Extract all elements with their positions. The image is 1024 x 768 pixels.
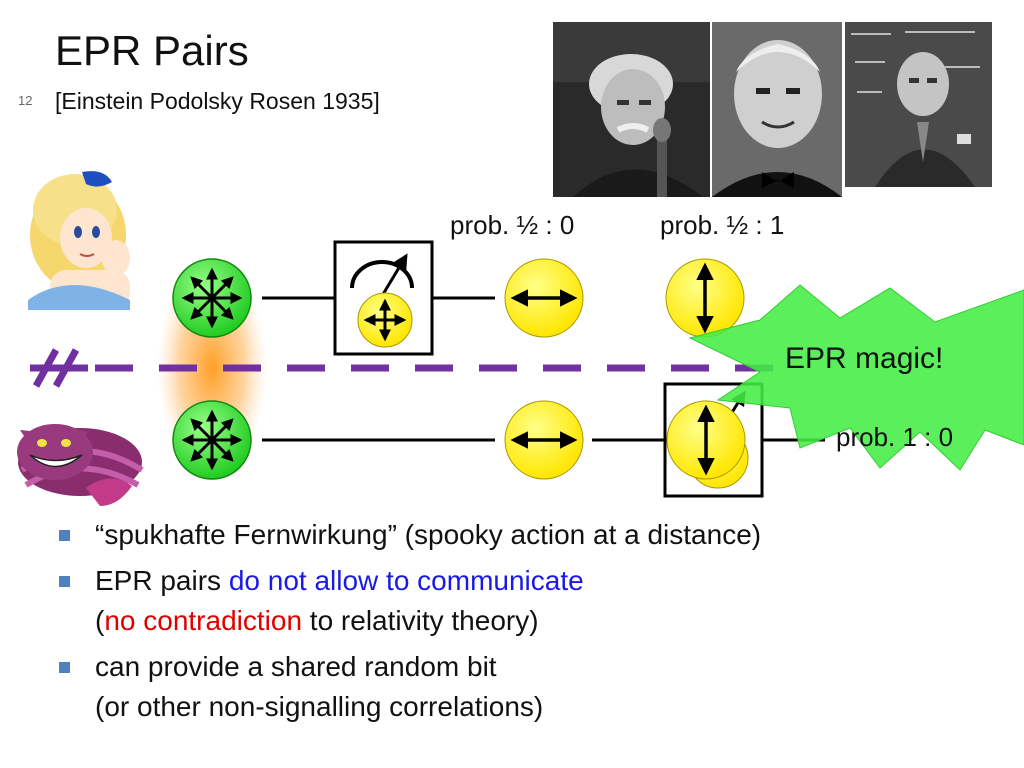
epr-magic-starburst (688, 284, 1024, 471)
bullet-highlight-red: no contradiction (104, 605, 303, 636)
alice-qubit-icon (172, 258, 252, 338)
photo-einstein (553, 22, 710, 197)
bullet-item: “spukhafte Fernwirkung” (spooky action a… (55, 515, 995, 555)
bullet-text: “spukhafte Fernwirkung” (spooky action a… (95, 519, 762, 550)
bullet-highlight-blue: do not allow to communicate (228, 565, 584, 596)
qubit-horizontal-top-icon (504, 258, 584, 338)
bullet-text: to relativity theory) (302, 605, 539, 636)
measurement-box-top (333, 240, 434, 356)
meter-gauge-icon (350, 260, 414, 289)
bullet-marker-icon (59, 530, 70, 541)
measurement-box-bottom (663, 382, 764, 498)
bullet-marker-icon (59, 662, 70, 673)
bullet-item: can provide a shared random bit (or othe… (55, 647, 995, 727)
bullet-text: (or other non-signalling correlations) (95, 691, 544, 722)
prob-label-top-2: prob. ½ : 1 (660, 210, 785, 240)
prob-label-top-1: prob. ½ : 0 (450, 210, 575, 240)
alice-character-icon (28, 171, 130, 310)
qubit-vertical-top-icon (665, 258, 745, 338)
bullet-marker-icon (59, 576, 70, 587)
bullet-item: EPR pairs do not allow to communicate (n… (55, 561, 995, 641)
page-subtitle: [Einstein Podolsky Rosen 1935] (55, 88, 380, 114)
double-slash-icon (30, 348, 88, 388)
cheshire-cat-icon (17, 424, 144, 506)
bullet-text: EPR pairs (95, 565, 229, 596)
qubit-horizontal-bottom-icon (504, 400, 584, 480)
bullet-text: can provide a shared random bit (95, 651, 497, 682)
bullet-list: “spukhafte Fernwirkung” (spooky action a… (55, 515, 995, 733)
prob-label-bottom: prob. 1 : 0 (836, 422, 954, 452)
photo-podolsky (712, 22, 842, 197)
bullet-text: ( (95, 605, 105, 636)
page-title: EPR Pairs (55, 27, 249, 74)
bob-qubit-icon (172, 400, 252, 480)
slide-number: 12 (18, 93, 33, 108)
epr-magic-label: EPR magic! (785, 342, 944, 375)
photo-rosen (845, 22, 992, 187)
